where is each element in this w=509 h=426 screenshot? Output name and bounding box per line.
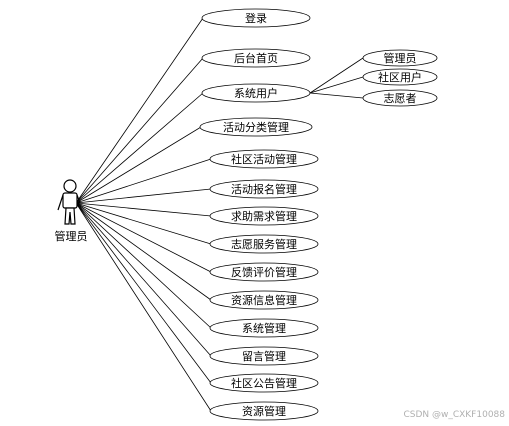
- sub-use-case-admin[interactable]: [362, 49, 438, 67]
- use-case-community-activity[interactable]: [209, 149, 319, 169]
- use-case-activity-category[interactable]: [199, 117, 313, 137]
- use-case-resource-management[interactable]: [209, 401, 319, 421]
- association-community-activity: [75, 158, 212, 204]
- use-case-label: 社区公告管理: [231, 376, 297, 390]
- use-case-system-management[interactable]: [209, 318, 319, 338]
- use-case-label: 后台首页: [234, 51, 278, 65]
- association-feedback-review: [75, 202, 212, 273]
- association-system-management: [75, 202, 212, 329]
- association-sub-volunteer: [309, 92, 364, 99]
- use-case-message[interactable]: [209, 346, 319, 366]
- association-message: [75, 202, 212, 357]
- association-resource-management: [75, 202, 212, 412]
- use-case-system-user[interactable]: [201, 83, 311, 103]
- use-case-activity-signup[interactable]: [209, 179, 319, 199]
- use-case-label: 活动报名管理: [231, 182, 297, 196]
- association-login: [75, 17, 204, 204]
- sub-use-case-label: 管理员: [384, 51, 417, 65]
- association-activity-category: [75, 126, 202, 204]
- association-sub-community-user: [309, 76, 364, 94]
- use-case-label: 资源信息管理: [231, 293, 297, 307]
- person-icon: [57, 179, 81, 225]
- association-backend-home: [75, 57, 204, 204]
- sub-use-case-volunteer[interactable]: [362, 89, 438, 107]
- association-community-notice: [75, 202, 212, 384]
- use-case-label: 资源管理: [242, 404, 286, 418]
- use-case-community-notice[interactable]: [209, 373, 319, 393]
- use-case-volunteer-service[interactable]: [209, 234, 319, 254]
- use-case-label: 活动分类管理: [223, 120, 289, 134]
- association-volunteer-service: [75, 202, 212, 245]
- association-resource-info: [75, 202, 212, 301]
- sub-use-case-label: 社区用户: [378, 70, 422, 84]
- use-case-label: 留言管理: [242, 349, 286, 363]
- use-case-label: 反馈评价管理: [231, 265, 297, 279]
- use-case-label: 系统管理: [242, 321, 286, 335]
- watermark: CSDN @w_CXKF10088: [403, 410, 505, 420]
- sub-use-case-label: 志愿者: [384, 92, 417, 105]
- use-case-resource-info[interactable]: [209, 290, 319, 310]
- actor-label: 管理员: [55, 229, 88, 243]
- use-case-label: 系统用户: [234, 86, 278, 100]
- use-case-help-request[interactable]: [209, 206, 319, 226]
- association-activity-signup: [75, 188, 212, 204]
- sub-use-case-community-user[interactable]: [362, 68, 438, 86]
- use-case-label: 社区活动管理: [231, 152, 297, 166]
- actor-administrator: 管理员: [55, 179, 88, 243]
- use-case-label: 登录: [245, 11, 267, 25]
- association-sub-admin: [309, 57, 364, 94]
- association-system-user: [75, 92, 204, 204]
- use-case-feedback-review[interactable]: [209, 262, 319, 282]
- use-case-label: 求助需求管理: [231, 209, 297, 223]
- use-case-backend-home[interactable]: [201, 48, 311, 68]
- use-case-label: 志愿服务管理: [231, 237, 297, 251]
- use-case-login[interactable]: [201, 8, 311, 28]
- association-help-request: [75, 202, 212, 217]
